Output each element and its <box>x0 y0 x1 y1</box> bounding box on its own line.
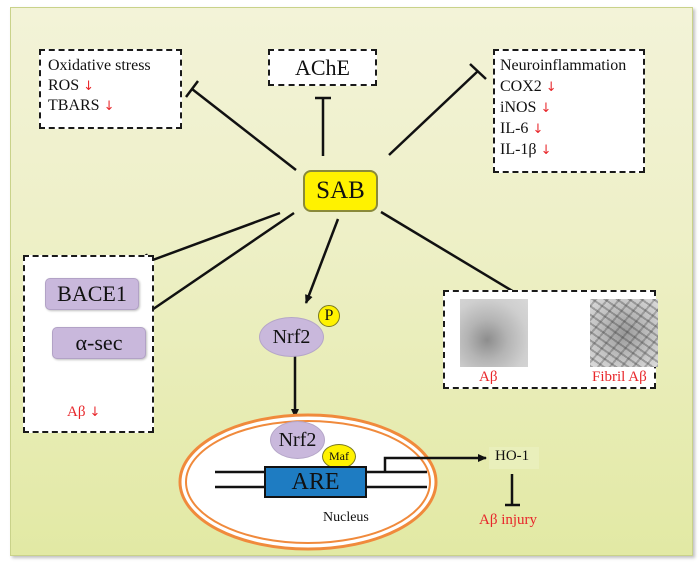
abeta-monomer-image <box>460 299 528 367</box>
ros-item: ROS↓ <box>48 77 94 95</box>
cox2-item: COX2↓ <box>500 78 557 96</box>
phospho-badge: P <box>318 305 340 327</box>
neuroinflammation-title: Neuroinflammation <box>500 57 627 74</box>
down-arrow-icon: ↓ <box>103 99 115 114</box>
down-arrow-icon: ↓ <box>540 143 552 158</box>
down-arrow-icon: ↓ <box>532 122 544 137</box>
down-arrow-icon: ↓ <box>540 101 552 116</box>
oxidative-stress-box: Oxidative stress ROS↓ TBARS↓ <box>39 49 182 129</box>
abeta-label: Aβ <box>67 404 86 420</box>
inhibit-bar-oxidative <box>185 80 199 98</box>
ho1-label: HO-1 <box>495 448 530 464</box>
ache-label: AChE <box>295 54 350 80</box>
down-arrow-icon: ↓ <box>545 80 557 95</box>
activate-arrow-nrf2 <box>304 218 340 304</box>
nucleus-nrf2-node: Nrf2 <box>270 421 325 459</box>
cox2-label: COX2 <box>500 78 542 95</box>
down-arrow-icon: ↓ <box>89 405 101 420</box>
il6-item: IL-6↓ <box>500 120 543 138</box>
il6-label: IL-6 <box>500 120 529 137</box>
activate-arrow-alpha-sec <box>142 211 295 318</box>
il1b-item: IL-1β↓ <box>500 141 551 159</box>
abeta-injury-label: Aβ injury <box>479 512 538 528</box>
nrf2-node: Nrf2 <box>259 317 324 357</box>
bace1-node: BACE1 <box>45 278 139 310</box>
alpha-sec-node: α-sec <box>52 327 146 359</box>
tbars-item: TBARS↓ <box>48 97 114 115</box>
abeta-monomer-label: Aβ <box>479 369 498 385</box>
oxidative-stress-title: Oxidative stress <box>48 57 151 74</box>
il1b-label: IL-1β <box>500 141 537 158</box>
sab-node: SAB <box>303 170 378 212</box>
tbars-label: TBARS <box>48 97 100 114</box>
ache-box: AChE <box>268 49 377 86</box>
inos-item: iNOS↓ <box>500 99 551 117</box>
inhibit-bar-neuro <box>469 63 487 80</box>
transcription-arrow <box>383 454 487 472</box>
inhibit-line-bace1 <box>149 211 281 263</box>
down-arrow-icon: ↓ <box>83 79 95 94</box>
fibril-abeta-image <box>590 299 658 367</box>
fibril-abeta-label: Fibril Aβ <box>592 369 647 385</box>
inhibit-line-neuro <box>388 70 479 156</box>
nucleus-label: Nucleus <box>323 510 369 525</box>
neuroinflammation-box: Neuroinflammation COX2↓ iNOS↓ IL-6↓ IL-1… <box>493 49 645 173</box>
are-element: ARE <box>264 466 367 498</box>
ros-label: ROS <box>48 77 80 94</box>
abeta-result: Aβ↓ <box>67 404 100 421</box>
ho1-highlight <box>489 447 539 469</box>
inos-label: iNOS <box>500 99 537 116</box>
inhibit-line-oxidative <box>191 88 297 171</box>
maf-node: Maf <box>322 444 356 469</box>
